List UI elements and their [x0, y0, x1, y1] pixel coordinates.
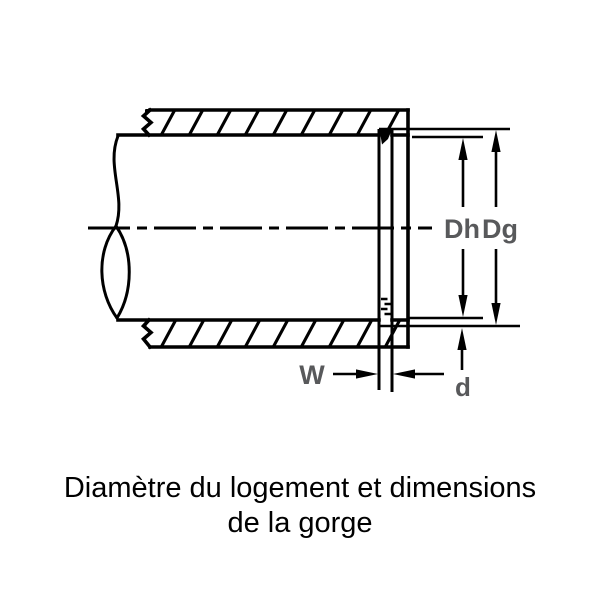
arrow-up-icon: [458, 138, 468, 160]
arrow-up-icon: [457, 328, 467, 350]
retaining-ring-section: [379, 129, 392, 316]
caption: Diamètre du logement et dimensions de la…: [0, 471, 600, 541]
arrow-down-icon: [491, 303, 501, 325]
d-label: d: [455, 372, 471, 402]
extension-lines: [379, 127, 520, 328]
dimension-dg: [491, 130, 501, 325]
arrow-right-icon: [356, 369, 378, 379]
arrow-down-icon: [458, 295, 468, 317]
break-line-curve: [100, 134, 131, 320]
arrow-left-icon: [393, 369, 415, 379]
dimension-d: [457, 328, 467, 370]
dg-label: Dg: [482, 214, 518, 244]
dimension-w: [333, 369, 444, 379]
ring-section-bottom-laminations: [381, 297, 391, 316]
caption-line-2: de la gorge: [227, 507, 373, 539]
groove-notch-bottom: [378, 320, 393, 327]
housing-outline: [116, 107, 410, 350]
upper-wall-hatch-pattern: [145, 109, 402, 136]
dh-label: Dh: [444, 214, 480, 244]
ring-section-top: [379, 129, 392, 145]
arrow-up-icon: [491, 130, 501, 152]
dimension-dh: [458, 138, 468, 317]
w-label: W: [299, 360, 325, 390]
groove-side-walls: [377, 129, 394, 392]
caption-line-1: Diamètre du logement et dimensions: [63, 472, 537, 504]
